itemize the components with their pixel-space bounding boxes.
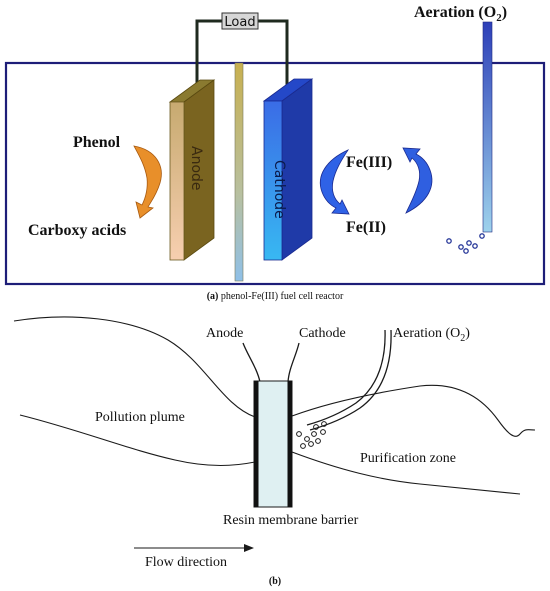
caption-a-prefix: (a)	[207, 291, 219, 302]
resin-membrane-barrier	[253, 380, 293, 508]
caption-a: (a) phenol-Fe(III) fuel cell reactor	[207, 291, 344, 302]
panel-a-reactor: Load Anode Cathode Phenol Carboxy acids …	[4, 4, 546, 302]
aeration-label-a-text: Aeration (O	[414, 4, 496, 21]
anode-electrode	[168, 79, 216, 261]
panel-b-aeration-close: )	[465, 326, 470, 341]
anode-lead	[242, 342, 261, 383]
aeration-bubbles-a	[446, 233, 485, 254]
membrane-strip	[234, 62, 244, 282]
load-label: Load	[224, 15, 255, 30]
barrier-cathode-plate	[287, 381, 292, 507]
fe2-to-fe3-arrow	[402, 147, 433, 214]
purification-lower-boundary	[291, 451, 521, 495]
panel-b-anode-label: Anode	[206, 326, 243, 341]
load-box	[221, 12, 259, 30]
fe2-label: Fe(II)	[346, 219, 386, 236]
reactor-tank	[4, 61, 546, 286]
plume-lower-boundary	[19, 414, 256, 467]
aeration-tube	[482, 21, 493, 233]
flow-direction-label: Flow direction	[145, 555, 227, 570]
fe3-to-fe2-arrow	[320, 149, 350, 215]
cathode-front-face	[263, 100, 283, 261]
phenol-oxidation-arrow	[133, 145, 162, 219]
aeration-label-a-close: )	[502, 4, 507, 21]
barrier-anode-plate	[254, 381, 259, 507]
aeration-pipe-outer	[309, 329, 392, 431]
panel-b-cathode-label: Cathode	[299, 326, 346, 341]
aeration-bubbles-b	[296, 421, 327, 449]
plume-upper-boundary	[13, 316, 256, 418]
barrier-label: Resin membrane barrier	[223, 513, 359, 528]
phenol-label: Phenol	[73, 134, 121, 151]
panel-b-aeration-label: Aeration (O2)	[393, 326, 470, 344]
aeration-pipe-inner	[306, 329, 386, 426]
panel-b-aeration-text: Aeration (O	[393, 326, 460, 341]
caption-a-text: phenol-Fe(III) fuel cell reactor	[218, 291, 344, 302]
carboxy-acids-label: Carboxy acids	[28, 222, 126, 239]
pollution-plume-label: Pollution plume	[95, 410, 185, 425]
cathode-label: Cathode	[271, 160, 287, 219]
anode-wire	[195, 19, 224, 87]
fe3-label: Fe(III)	[346, 154, 392, 171]
cathode-wire	[258, 19, 289, 86]
panel-b-aeration-sub: 2	[460, 333, 465, 344]
anode-label: Anode	[188, 146, 204, 191]
caption-b: (b)	[269, 576, 281, 587]
panel-b-field: Anode Cathode Aeration (O2) Pollution pl…	[13, 316, 536, 587]
aeration-label-a-sub: 2	[496, 12, 502, 24]
purification-upper-boundary	[291, 384, 536, 437]
cathode-electrode	[262, 78, 314, 261]
cathode-lead	[287, 342, 300, 383]
aeration-label-a: Aeration (O2)	[414, 4, 507, 24]
purification-zone-label: Purification zone	[360, 451, 456, 466]
anode-front-face	[169, 101, 185, 261]
